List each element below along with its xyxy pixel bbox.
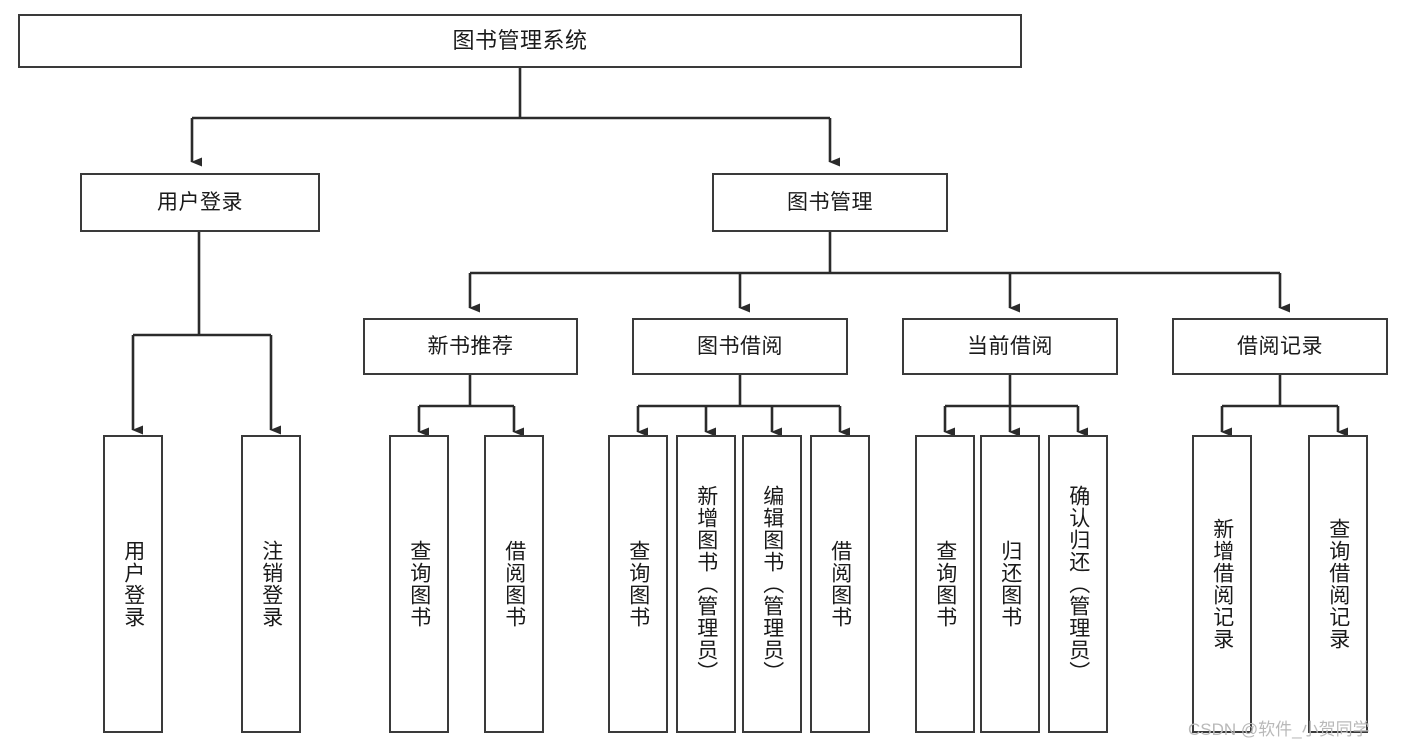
node-root-label: 图书管理系统 [452,27,588,53]
node-leaf-query-book-3-label: 查询图书 [933,540,957,628]
node-leaf-add-record-label: 新增借阅记录 [1210,518,1234,650]
node-leaf-borrow-book-2-label: 借阅图书 [828,540,852,628]
node-current-borrow[interactable]: 当前借阅 [902,318,1118,375]
node-leaf-logout-login[interactable]: 注销登录 [241,435,301,733]
node-leaf-query-book-1-label: 查询图书 [407,540,431,628]
node-new-book-recommend[interactable]: 新书推荐 [363,318,578,375]
node-leaf-logout-login-label: 注销登录 [259,540,283,628]
node-leaf-confirm-return-label: 确认归还（管理员） [1066,485,1090,683]
node-book-borrow[interactable]: 图书借阅 [632,318,848,375]
node-leaf-query-record-label: 查询借阅记录 [1326,518,1350,650]
node-user-login[interactable]: 用户登录 [80,173,320,232]
node-leaf-query-book-1[interactable]: 查询图书 [389,435,449,733]
node-book-borrow-label: 图书借阅 [697,334,783,358]
node-leaf-confirm-return[interactable]: 确认归还（管理员） [1048,435,1108,733]
node-leaf-return-book[interactable]: 归还图书 [980,435,1040,733]
node-leaf-user-login-label: 用户登录 [121,540,145,628]
node-leaf-return-book-label: 归还图书 [998,540,1022,628]
node-leaf-add-book[interactable]: 新增图书（管理员） [676,435,736,733]
node-leaf-query-record[interactable]: 查询借阅记录 [1308,435,1368,733]
node-root[interactable]: 图书管理系统 [18,14,1022,68]
node-leaf-user-login[interactable]: 用户登录 [103,435,163,733]
node-leaf-query-book-2[interactable]: 查询图书 [608,435,668,733]
node-leaf-add-record[interactable]: 新增借阅记录 [1192,435,1252,733]
node-book-manage[interactable]: 图书管理 [712,173,948,232]
node-leaf-query-book-3[interactable]: 查询图书 [915,435,975,733]
node-user-login-label: 用户登录 [157,190,243,214]
node-borrow-record[interactable]: 借阅记录 [1172,318,1388,375]
node-leaf-edit-book-label: 编辑图书（管理员） [760,485,784,683]
watermark-text: CSDN @软件_小贺同学 [1188,720,1370,739]
node-new-book-recommend-label: 新书推荐 [427,334,514,358]
node-leaf-add-book-label: 新增图书（管理员） [694,485,718,683]
node-leaf-edit-book[interactable]: 编辑图书（管理员） [742,435,802,733]
node-leaf-borrow-book-1[interactable]: 借阅图书 [484,435,544,733]
node-leaf-query-book-2-label: 查询图书 [626,540,650,628]
node-book-manage-label: 图书管理 [787,190,873,214]
node-leaf-borrow-book-1-label: 借阅图书 [502,540,526,628]
node-leaf-borrow-book-2[interactable]: 借阅图书 [810,435,870,733]
node-borrow-record-label: 借阅记录 [1237,334,1323,358]
node-current-borrow-label: 当前借阅 [967,334,1053,358]
